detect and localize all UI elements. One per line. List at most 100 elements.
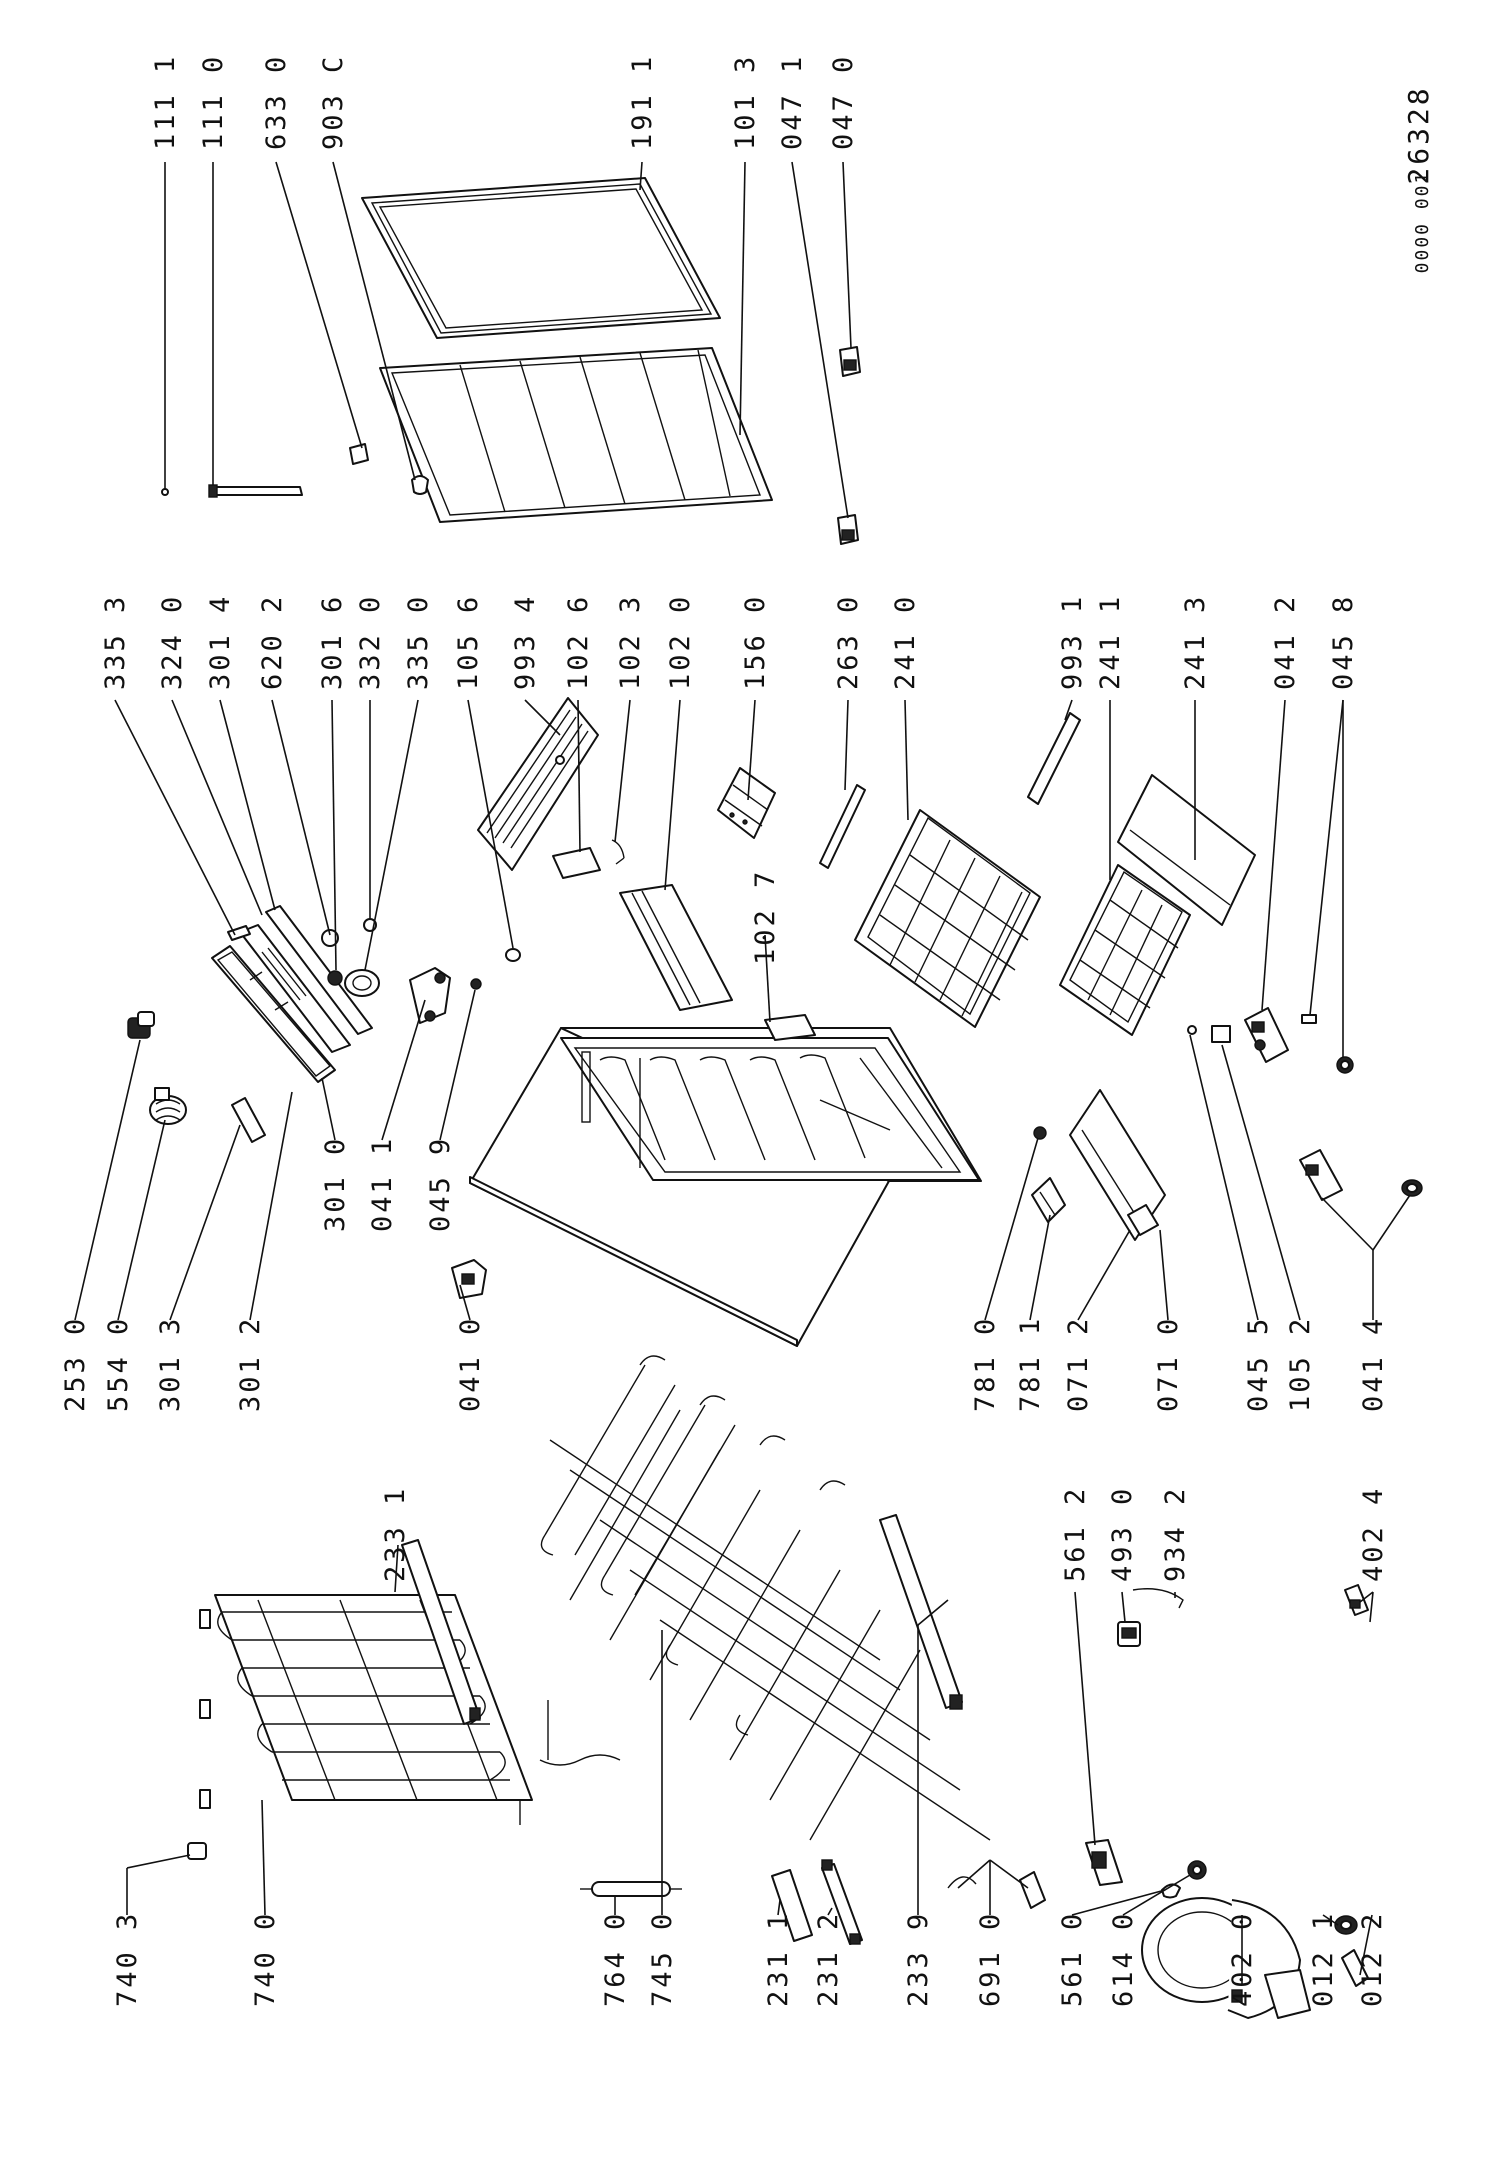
flap-hinge-102-7 [764,1014,816,1041]
light-cover [227,925,251,941]
label-045-5: 045 5 [1243,1316,1274,1412]
label-335-3: 335 3 [100,594,131,690]
basket-handle [1027,712,1081,805]
label-781-0: 781 0 [970,1316,1001,1412]
plug-781-0 [1033,1126,1047,1140]
label-233-9: 233 9 [903,1911,934,2007]
bottom-hinge-screw [1336,1056,1354,1074]
label-301-2: 301 2 [235,1316,266,1412]
label-301-3: 301 3 [155,1316,186,1412]
overload-protector [1117,1621,1141,1647]
foot-071-2 [1127,1204,1159,1236]
label-241-0: 241 0 [890,594,921,690]
label-041-0: 041 0 [455,1316,486,1412]
label-102-7: 102 7 [750,869,781,965]
label-047-0: 047 0 [828,54,859,150]
door-stop [349,443,369,465]
label-764-0: 764 0 [600,1911,631,2007]
label-102-0: 102 0 [665,594,696,690]
shelf-cover [477,697,599,871]
label-554-0: 554 0 [103,1316,134,1412]
label-047-1: 047 1 [777,54,808,150]
hinge-pin [470,978,482,990]
plug-105-2 [1211,1025,1231,1043]
hinge-lower-right [839,346,861,377]
filter-dryer [580,1881,682,1897]
label-903-c: 903 C [318,54,349,150]
evaporator-rail-upper [401,1539,481,1725]
label-071-0: 071 0 [1153,1316,1184,1412]
vent-grille [1031,1177,1066,1223]
cabinet-body [469,1027,982,1347]
label-301-6: 301 6 [317,594,348,690]
relay-cover [1161,1883,1181,1899]
bottom-hinge [1244,1007,1289,1063]
light-switch [327,970,343,986]
cable-clip [947,1871,1046,1909]
label-561-0: 561 0 [1057,1911,1088,2007]
label-614-0: 614 0 [1108,1911,1139,2007]
label-041-1: 041 1 [367,1136,398,1232]
label-335-0: 335 0 [403,594,434,690]
adjustable-foot-bracket [1299,1149,1343,1201]
label-561-2: 561 2 [1060,1486,1091,1582]
label-045-9: 045 9 [425,1136,456,1232]
divider-bar [819,784,866,869]
condenser-clip [187,1842,207,1860]
label-101-3: 101 3 [730,54,761,150]
label-324-0: 324 0 [157,594,188,690]
label-263-0: 263 0 [833,594,864,690]
label-301-0: 301 0 [320,1136,351,1232]
lamp-bulb [149,1087,187,1125]
top-hinge-bracket [409,967,451,1024]
screw-045-8 [1301,1014,1317,1024]
lamp-socket [127,1011,155,1039]
label-105-6: 105 6 [453,594,484,690]
drawing-prefix: 0000 001 [1412,171,1433,274]
label-102-6: 102 6 [563,594,594,690]
label-045-8: 045 8 [1328,594,1359,690]
label-740-3: 740 3 [112,1911,143,2007]
wiring-934-2 [1132,1588,1184,1609]
drawer-front [1117,774,1256,926]
label-111-1: 111 1 [150,54,181,150]
label-934-2: 934 2 [1160,1486,1191,1582]
label-402-0: 402 0 [1227,1911,1258,2007]
lamp-cover [231,1097,266,1143]
control-strip [265,905,373,1035]
label-111-0: 111 0 [198,54,229,150]
label-993-4: 993 4 [510,594,541,690]
label-191-1: 191 1 [627,54,658,150]
label-993-1: 993 1 [1057,594,1088,690]
hinge-lower-left [837,514,859,545]
label-102-3: 102 3 [615,594,646,690]
label-071-2: 071 2 [1063,1316,1094,1412]
label-493-0: 493 0 [1107,1486,1138,1582]
basket-small [1059,864,1191,1036]
label-253-0: 253 0 [60,1316,91,1412]
evaporator-grid [539,1355,991,1841]
label-241-3: 241 3 [1180,594,1211,690]
label-231-2: 231 2 [813,1911,844,2007]
label-041-4: 041 4 [1358,1316,1389,1412]
label-041-2: 041 2 [1270,594,1301,690]
hinge-bar [208,484,303,498]
door-gasket [361,177,721,339]
label-402-4: 402 4 [1358,1486,1389,1582]
label-233-1: 233 1 [380,1486,411,1582]
control-panel [211,945,336,1083]
label-332-0: 332 0 [355,594,386,690]
door-handle-cap [411,475,429,495]
label-745-0: 745 0 [647,1911,678,2007]
label-301-4: 301 4 [205,594,236,690]
label-012-2: 012 2 [1357,1911,1388,2007]
label-691-0: 691 0 [975,1911,1006,2007]
label-241-1: 241 1 [1095,594,1126,690]
label-633-0: 633 0 [261,54,292,150]
ice-tray [717,767,776,839]
mounting-grommet [1334,1915,1358,1935]
flap-hinge-102-3 [611,839,625,865]
plug-105-6 [505,948,521,962]
